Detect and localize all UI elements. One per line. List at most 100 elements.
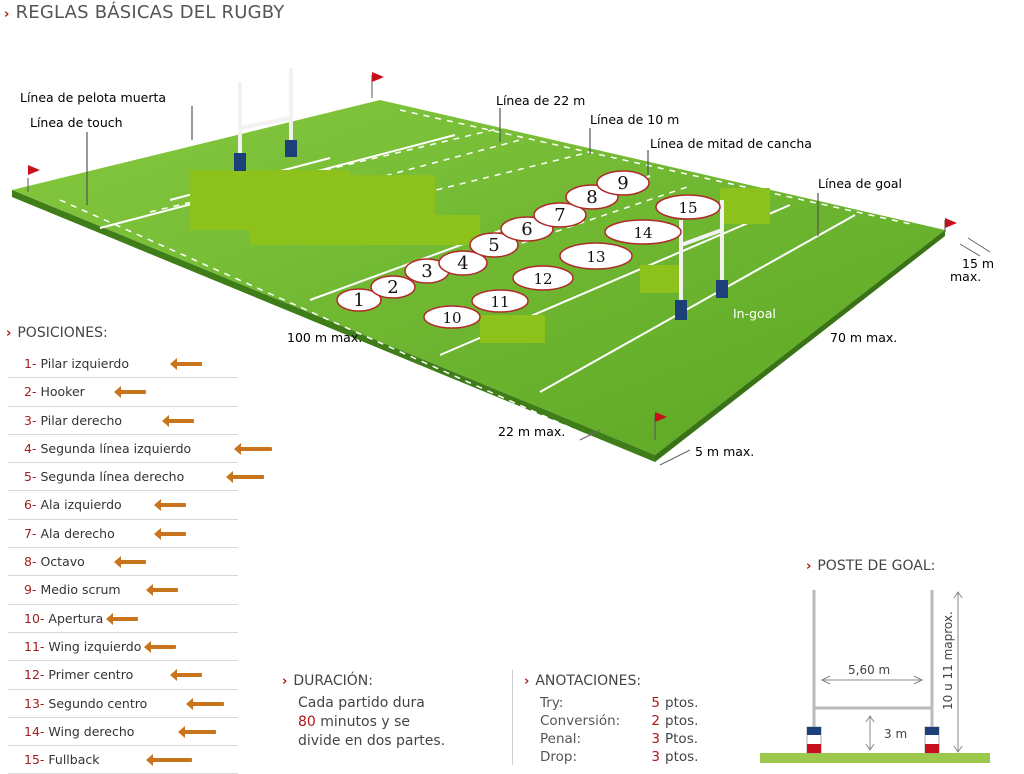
field-edge-right bbox=[655, 230, 945, 462]
duration-line-1: Cada partido dura bbox=[298, 695, 425, 711]
position-number: 6- bbox=[24, 497, 37, 513]
goal-post-diagram: 5,60 m 3 m 10 u 11 maprox. bbox=[760, 590, 990, 763]
position-name: Wing izquierdo bbox=[48, 638, 142, 654]
post-pads bbox=[806, 726, 940, 754]
position-name: Ala izquierdo bbox=[40, 497, 122, 513]
rugby-field-diagram: Línea de pelota muerta Línea de touch Lí… bbox=[12, 68, 994, 466]
arrow-left-icon bbox=[144, 640, 176, 653]
position-item: 12- Primer centro bbox=[8, 661, 238, 690]
chevron-right-icon: › bbox=[4, 7, 10, 22]
positions-heading: ›POSICIONES: bbox=[6, 325, 108, 341]
player-marker-label: 7 bbox=[554, 205, 565, 226]
arrow-left-icon bbox=[106, 612, 138, 625]
scoring-row: Penal: 3 Ptos. bbox=[540, 730, 698, 748]
chevron-right-icon: › bbox=[806, 559, 812, 574]
arrow-left-icon bbox=[114, 556, 146, 569]
grass-strip bbox=[760, 753, 990, 763]
player-marker bbox=[438, 250, 488, 276]
position-item: 13- Segundo centro bbox=[8, 690, 238, 718]
position-item: 11- Wing izquierdo bbox=[8, 633, 238, 662]
scoring-unit: Ptos. bbox=[665, 731, 699, 747]
position-item: 2- Hooker bbox=[8, 378, 238, 407]
page-title: › REGLAS BÁSICAS DEL RUGBY bbox=[4, 2, 285, 23]
position-name: Fullback bbox=[48, 752, 100, 768]
position-number: 4- bbox=[24, 440, 37, 456]
position-name: Pilar izquierdo bbox=[40, 356, 129, 371]
position-name: Primer centro bbox=[48, 667, 134, 683]
player-marker bbox=[336, 288, 382, 312]
label-in-goal: In-goal bbox=[733, 306, 776, 321]
label-dead-ball-line: Línea de pelota muerta bbox=[20, 90, 166, 105]
label-touch-line: Línea de touch bbox=[30, 115, 123, 130]
post-pad bbox=[234, 153, 246, 171]
player-marker-label: 8 bbox=[586, 187, 597, 208]
arrow-left-icon bbox=[146, 584, 178, 597]
arrow-left-icon bbox=[234, 442, 272, 455]
position-number: 14- bbox=[24, 723, 45, 739]
arrow-left-icon bbox=[162, 414, 194, 427]
position-number: 5- bbox=[24, 469, 37, 485]
label-10m-line: Línea de 10 m bbox=[590, 112, 679, 127]
chevron-right-icon: › bbox=[524, 674, 530, 689]
field-edge bbox=[12, 190, 655, 462]
label-halfway-line: Línea de mitad de cancha bbox=[650, 136, 812, 151]
position-item: 14- Wing derecho bbox=[8, 718, 238, 747]
position-name: Wing derecho bbox=[48, 723, 135, 739]
position-number: 10- bbox=[24, 610, 45, 626]
player-marker bbox=[423, 305, 481, 329]
page-title-text: REGLAS BÁSICAS DEL RUGBY bbox=[15, 2, 285, 23]
scoring-points: 5 bbox=[651, 695, 660, 711]
post-width-label: 5,60 m bbox=[848, 663, 890, 677]
label-15m: 15 m bbox=[962, 256, 994, 271]
player-marker-label: 1 bbox=[353, 290, 364, 311]
player-marker-label: 15 bbox=[678, 199, 697, 217]
arrow-left-icon bbox=[154, 527, 186, 540]
scoring-points: 3 bbox=[651, 731, 660, 747]
position-number: 7- bbox=[24, 525, 37, 541]
label-100m: 100 m max. bbox=[287, 330, 362, 345]
goal-post-heading: ›POSTE DE GOAL: bbox=[806, 558, 936, 574]
scoring-points: 2 bbox=[651, 713, 660, 729]
position-item: 15- Fullback bbox=[8, 746, 238, 774]
player-marker-label: 6 bbox=[521, 219, 532, 240]
player-marker-label: 5 bbox=[488, 235, 499, 256]
arrow-left-icon bbox=[170, 358, 202, 370]
player-marker-label: 14 bbox=[633, 224, 652, 242]
player-marker bbox=[471, 289, 529, 313]
goal-posts-far bbox=[238, 68, 293, 158]
arrow-left-icon bbox=[178, 725, 216, 738]
chevron-right-icon: › bbox=[282, 674, 288, 689]
duration-line-3: divide en dos partes. bbox=[298, 733, 446, 749]
dimension-guides bbox=[820, 591, 963, 753]
duration-heading: ›DURACIÓN: bbox=[282, 673, 373, 689]
scoring-label: Penal: bbox=[540, 731, 582, 747]
post-pad bbox=[675, 300, 687, 320]
corner-flags bbox=[27, 72, 957, 440]
position-number: 15- bbox=[24, 752, 45, 768]
duration-text: Cada partido dura 80 minutos y se divide… bbox=[298, 694, 445, 751]
player-marker bbox=[469, 232, 519, 258]
player-marker-label: 2 bbox=[387, 277, 398, 298]
scoring-label: Try: bbox=[540, 695, 564, 711]
position-number: 9- bbox=[24, 582, 37, 598]
player-marker-label: 12 bbox=[533, 270, 552, 288]
position-item: 7- Ala derecho bbox=[8, 520, 238, 549]
position-name: Hooker bbox=[40, 384, 85, 400]
label-goal-line: Línea de goal bbox=[818, 176, 902, 191]
player-marker-label: 11 bbox=[490, 293, 509, 311]
label-70m: 70 m max. bbox=[830, 330, 897, 345]
label-22m-line: Línea de 22 m bbox=[496, 93, 585, 108]
player-marker-label: 10 bbox=[442, 309, 461, 327]
position-item: 5- Segunda línea derecho bbox=[8, 463, 264, 492]
position-number: 11- bbox=[24, 638, 45, 654]
label-5m-max: 5 m max. bbox=[695, 444, 754, 459]
position-name: Ala derecho bbox=[40, 525, 115, 541]
dimension-lines bbox=[579, 237, 991, 466]
scoring-unit: ptos. bbox=[665, 713, 699, 729]
crossbar-height-label: 3 m bbox=[884, 727, 907, 741]
position-number: 13- bbox=[24, 695, 45, 711]
